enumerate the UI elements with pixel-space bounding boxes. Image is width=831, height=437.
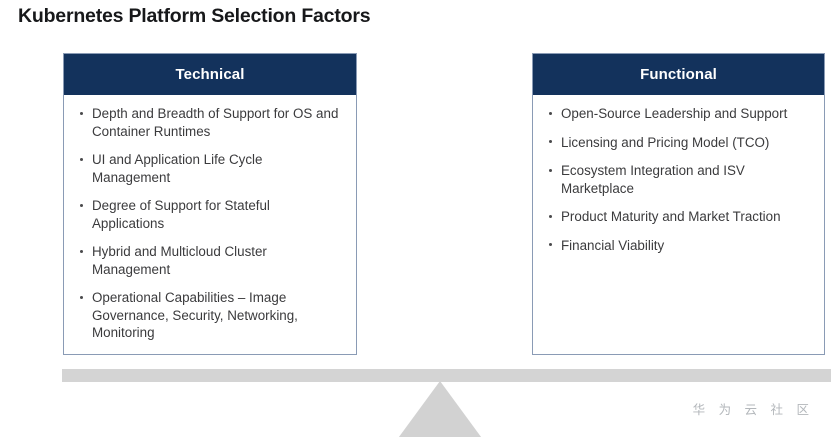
list-item: UI and Application Life Cycle Management	[78, 151, 342, 186]
list-item-label: Hybrid and Multicloud Cluster Management	[92, 244, 267, 277]
page-title: Kubernetes Platform Selection Factors	[18, 5, 371, 27]
bullet-icon	[549, 243, 552, 246]
card-functional-body: Open-Source Leadership and Support Licen…	[533, 95, 824, 354]
list-item: Financial Viability	[547, 237, 810, 255]
list-item: Licensing and Pricing Model (TCO)	[547, 134, 810, 152]
card-technical-body: Depth and Breadth of Support for OS and …	[64, 95, 356, 354]
list-item-label: Licensing and Pricing Model (TCO)	[561, 134, 770, 150]
list-item-label: Depth and Breadth of Support for OS and …	[92, 106, 339, 139]
functional-factor-list: Open-Source Leadership and Support Licen…	[547, 105, 810, 254]
list-item: Hybrid and Multicloud Cluster Management	[78, 243, 342, 278]
balance-fulcrum-triangle-icon	[396, 381, 484, 437]
bullet-icon	[80, 249, 83, 253]
bullet-icon	[80, 111, 83, 115]
bullet-icon	[80, 295, 83, 299]
list-item-label: Product Maturity and Market Traction	[561, 209, 781, 224]
watermark-label: 华 为 云 社 区	[692, 403, 814, 417]
list-item: Product Maturity and Market Traction	[547, 208, 810, 226]
technical-factor-list: Depth and Breadth of Support for OS and …	[78, 105, 342, 342]
bullet-icon	[549, 214, 552, 218]
list-item-label: Degree of Support for Stateful Applicati…	[92, 198, 270, 231]
list-item: Operational Capabilities – Image Governa…	[78, 289, 342, 342]
bullet-icon	[80, 157, 83, 161]
card-functional-header: Functional	[533, 54, 824, 95]
card-technical: Technical Depth and Breadth of Support f…	[63, 53, 357, 355]
list-item-label: Financial Viability	[561, 237, 665, 253]
list-item: Depth and Breadth of Support for OS and …	[78, 105, 342, 140]
balance-beam-graphic	[62, 369, 831, 382]
bullet-icon	[549, 111, 552, 115]
card-functional: Functional Open-Source Leadership and Su…	[532, 53, 825, 355]
card-technical-header: Technical	[64, 54, 356, 95]
list-item: Open-Source Leadership and Support	[547, 105, 810, 123]
list-item: Degree of Support for Stateful Applicati…	[78, 197, 342, 232]
bullet-icon	[549, 168, 552, 172]
list-item-label: Ecosystem Integration and ISV Marketplac…	[561, 163, 745, 196]
list-item: Ecosystem Integration and ISV Marketplac…	[547, 162, 810, 197]
list-item-label: UI and Application Life Cycle Management	[92, 152, 263, 185]
list-item-label: Open-Source Leadership and Support	[561, 106, 788, 121]
bullet-icon	[549, 140, 552, 143]
list-item-label: Operational Capabilities – Image Governa…	[92, 290, 298, 340]
bullet-icon	[80, 203, 83, 207]
